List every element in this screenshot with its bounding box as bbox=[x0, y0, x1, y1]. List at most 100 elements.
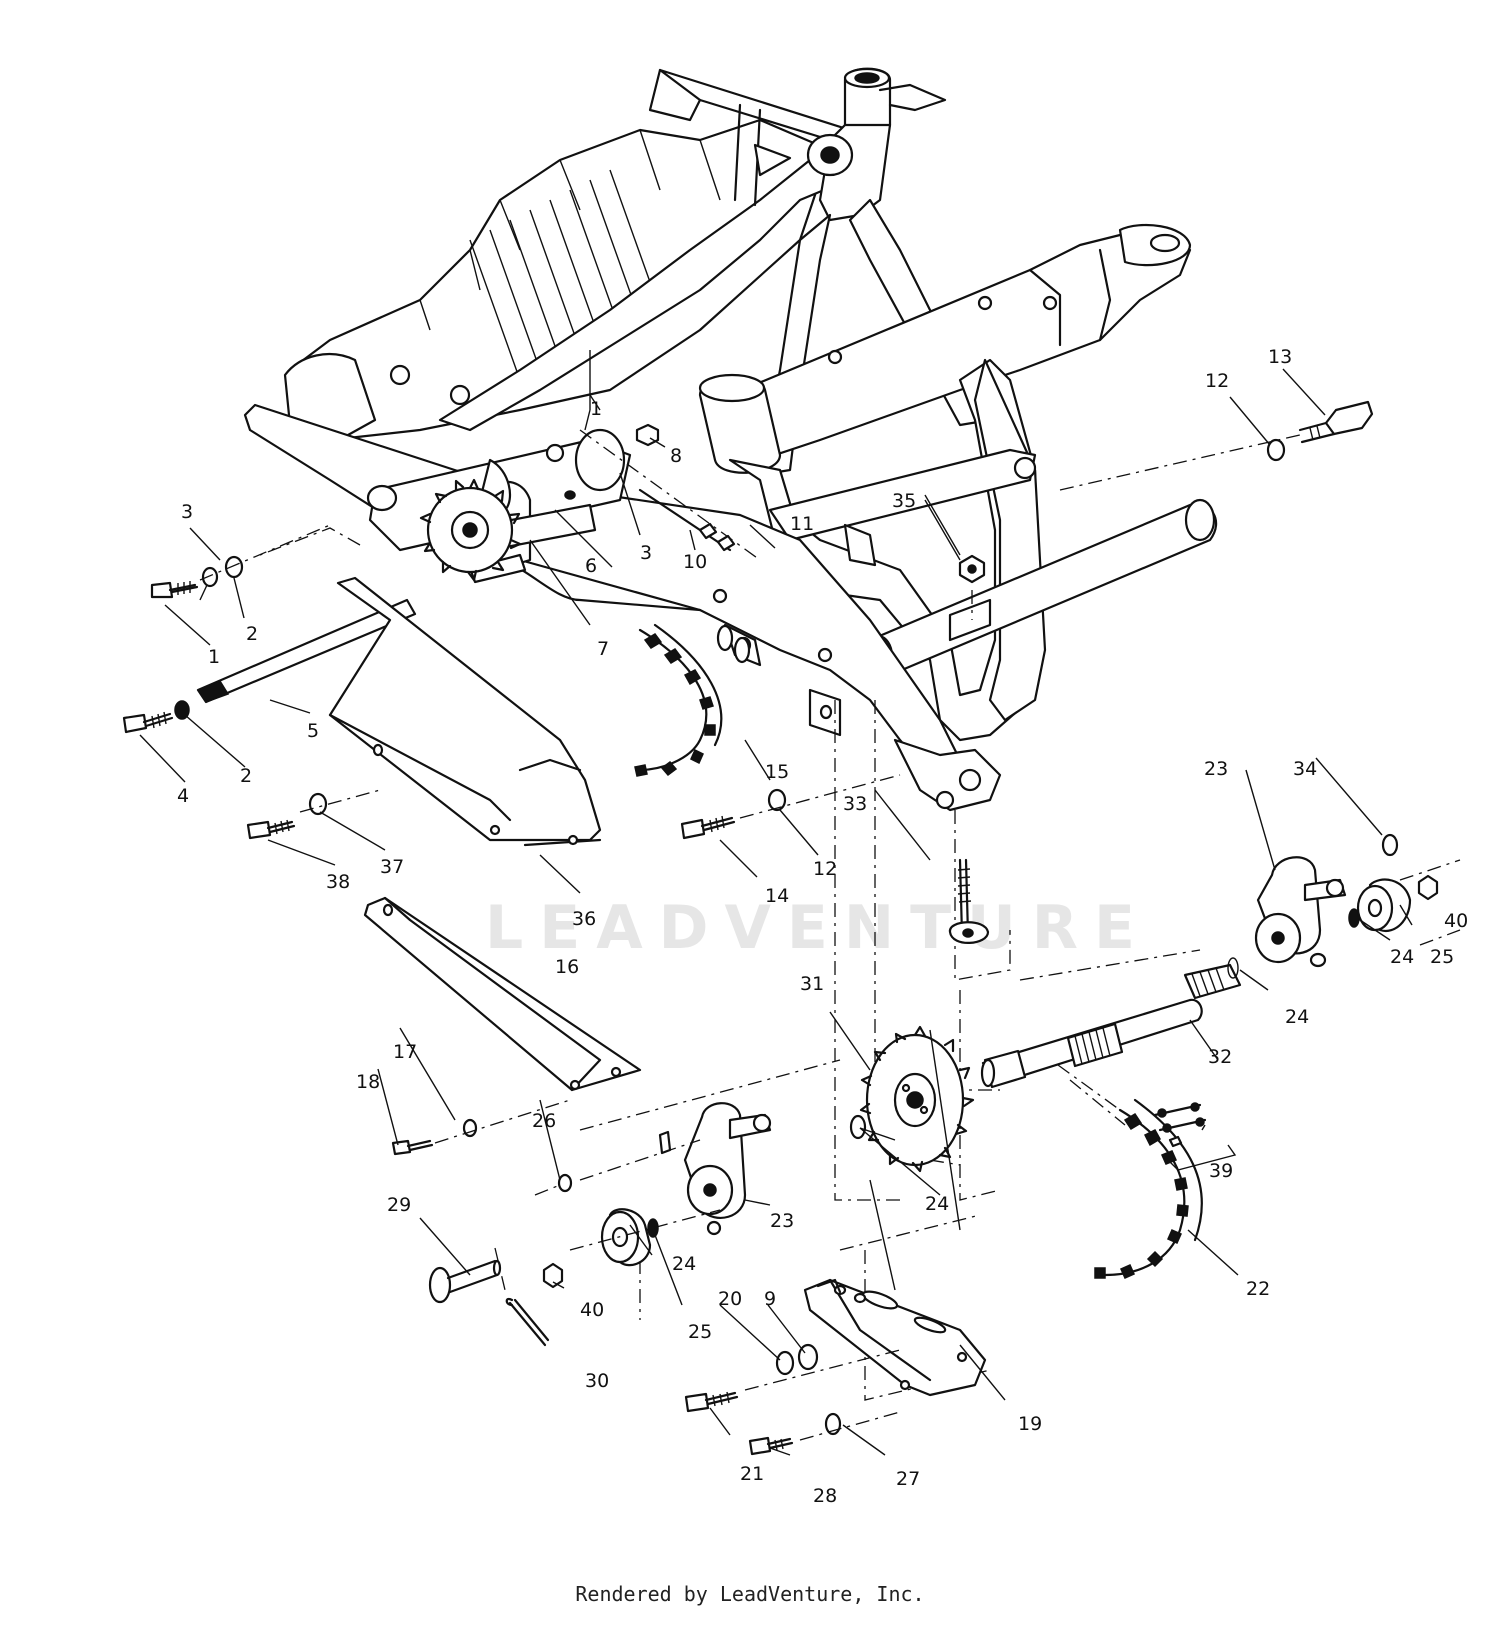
callout-9: 9 bbox=[764, 1288, 776, 1310]
callout-22: 22 bbox=[1246, 1278, 1270, 1300]
ring-24-sprocket bbox=[849, 1114, 867, 1140]
guard-16 bbox=[363, 896, 642, 1092]
callout-1-top: 1 bbox=[590, 398, 602, 420]
callouts: 1 1 2 2 3 3 4 5 6 7 8 9 10 11 12 12 13 1… bbox=[177, 346, 1468, 1507]
callout-2-top: 2 bbox=[246, 623, 258, 645]
washer-27 bbox=[824, 1412, 842, 1436]
callout-7: 7 bbox=[597, 638, 609, 660]
spacer-25-right bbox=[1356, 878, 1412, 933]
callout-2-lower: 2 bbox=[240, 765, 252, 787]
bolt-4 bbox=[122, 711, 174, 734]
bolt-38 bbox=[246, 819, 296, 840]
callout-26: 26 bbox=[532, 1110, 556, 1132]
callout-29: 29 bbox=[387, 1194, 411, 1216]
callout-8: 8 bbox=[670, 445, 682, 467]
pin-26 bbox=[534, 1130, 701, 1196]
callout-31: 31 bbox=[800, 973, 824, 995]
spacer-25-left bbox=[600, 1208, 652, 1267]
ring-24-right-a bbox=[1348, 908, 1360, 928]
bolt-28 bbox=[748, 1436, 794, 1456]
callout-3-center: 3 bbox=[640, 542, 652, 564]
callout-1: 1 bbox=[208, 646, 220, 668]
callout-11: 11 bbox=[790, 513, 814, 535]
callout-19: 19 bbox=[1018, 1413, 1042, 1435]
callout-24-sprocket: 24 bbox=[925, 1193, 949, 1215]
bolt-18 bbox=[391, 1139, 434, 1156]
callout-24-right-a: 24 bbox=[1390, 946, 1414, 968]
master-link-39 bbox=[1153, 1102, 1237, 1171]
drive-sprocket bbox=[419, 478, 522, 582]
watermark-text: LEADVENTURE bbox=[485, 893, 1151, 963]
callout-12-upper: 12 bbox=[1205, 370, 1229, 392]
callout-33: 33 bbox=[843, 793, 867, 815]
callout-17: 17 bbox=[393, 1041, 417, 1063]
callout-39: 39 bbox=[1209, 1160, 1233, 1182]
callout-10: 10 bbox=[683, 551, 707, 573]
nut-8 bbox=[635, 423, 660, 447]
callout-34: 34 bbox=[1293, 758, 1317, 780]
callout-18: 18 bbox=[356, 1071, 380, 1093]
callout-12-lower: 12 bbox=[813, 858, 837, 880]
washer-12-upper bbox=[1266, 438, 1286, 462]
callout-25-left: 25 bbox=[688, 1321, 712, 1343]
ring-24-left bbox=[647, 1218, 659, 1238]
washer-34 bbox=[1381, 833, 1399, 857]
callout-37: 37 bbox=[380, 856, 404, 878]
spacer-ring-b bbox=[733, 636, 751, 664]
callout-5: 5 bbox=[307, 720, 319, 742]
callout-3-left: 3 bbox=[181, 501, 193, 523]
cotter-pin-30 bbox=[494, 1247, 550, 1347]
callout-14: 14 bbox=[765, 885, 789, 907]
washer-37 bbox=[308, 792, 328, 816]
nut-40-left bbox=[542, 1262, 564, 1289]
callout-16: 16 bbox=[555, 956, 579, 978]
bolt-21 bbox=[684, 1391, 739, 1413]
callout-24-right-b: 24 bbox=[1285, 1006, 1309, 1028]
chain-15 bbox=[634, 623, 723, 777]
callout-20: 20 bbox=[718, 1288, 742, 1310]
callout-30: 30 bbox=[585, 1370, 609, 1392]
bearing-housing-23-left bbox=[683, 1102, 772, 1236]
bolt-14 bbox=[680, 815, 736, 840]
bolt-33 bbox=[948, 858, 990, 944]
washer-3-left bbox=[224, 555, 244, 579]
callout-40-left: 40 bbox=[580, 1299, 604, 1321]
washer-2-top bbox=[201, 566, 219, 588]
pin-29 bbox=[428, 1259, 502, 1304]
drive-sprocket-assembly bbox=[259, 428, 761, 584]
callout-21: 21 bbox=[740, 1463, 764, 1485]
washer-12-lower bbox=[767, 788, 787, 812]
callout-38: 38 bbox=[326, 871, 350, 893]
callout-40-right: 40 bbox=[1444, 910, 1468, 932]
callout-28: 28 bbox=[813, 1485, 837, 1507]
callout-36: 36 bbox=[572, 908, 596, 930]
callout-25-right: 25 bbox=[1430, 946, 1454, 968]
bracket-19 bbox=[803, 1278, 987, 1397]
washer-20 bbox=[775, 1350, 795, 1376]
washer-2-lower bbox=[174, 700, 190, 720]
callout-15: 15 bbox=[765, 761, 789, 783]
shaft-5 bbox=[196, 598, 417, 704]
chain-guard-36 bbox=[328, 576, 602, 847]
render-credit: Rendered by LeadVenture, Inc. bbox=[575, 1582, 925, 1606]
callout-13: 13 bbox=[1268, 346, 1292, 368]
callout-23-left: 23 bbox=[770, 1210, 794, 1232]
callout-32: 32 bbox=[1208, 1046, 1232, 1068]
callout-23-right: 23 bbox=[1204, 758, 1228, 780]
callout-35: 35 bbox=[892, 490, 916, 512]
axle-32 bbox=[980, 963, 1242, 1089]
adjuster-bolt-10 bbox=[638, 488, 736, 552]
callout-27: 27 bbox=[896, 1468, 920, 1490]
ring-24-right-b bbox=[1227, 957, 1239, 979]
bearing-housing-23-right bbox=[1254, 856, 1347, 968]
bolt-13 bbox=[1298, 400, 1374, 444]
spacer-ring-a bbox=[716, 624, 734, 652]
bolt-1 bbox=[150, 581, 199, 599]
callout-4: 4 bbox=[177, 785, 189, 807]
washer-17 bbox=[462, 1118, 478, 1138]
leader-lines bbox=[139, 350, 1413, 1456]
callout-24-left: 24 bbox=[672, 1253, 696, 1275]
callout-6: 6 bbox=[585, 555, 597, 577]
engine bbox=[283, 118, 832, 447]
